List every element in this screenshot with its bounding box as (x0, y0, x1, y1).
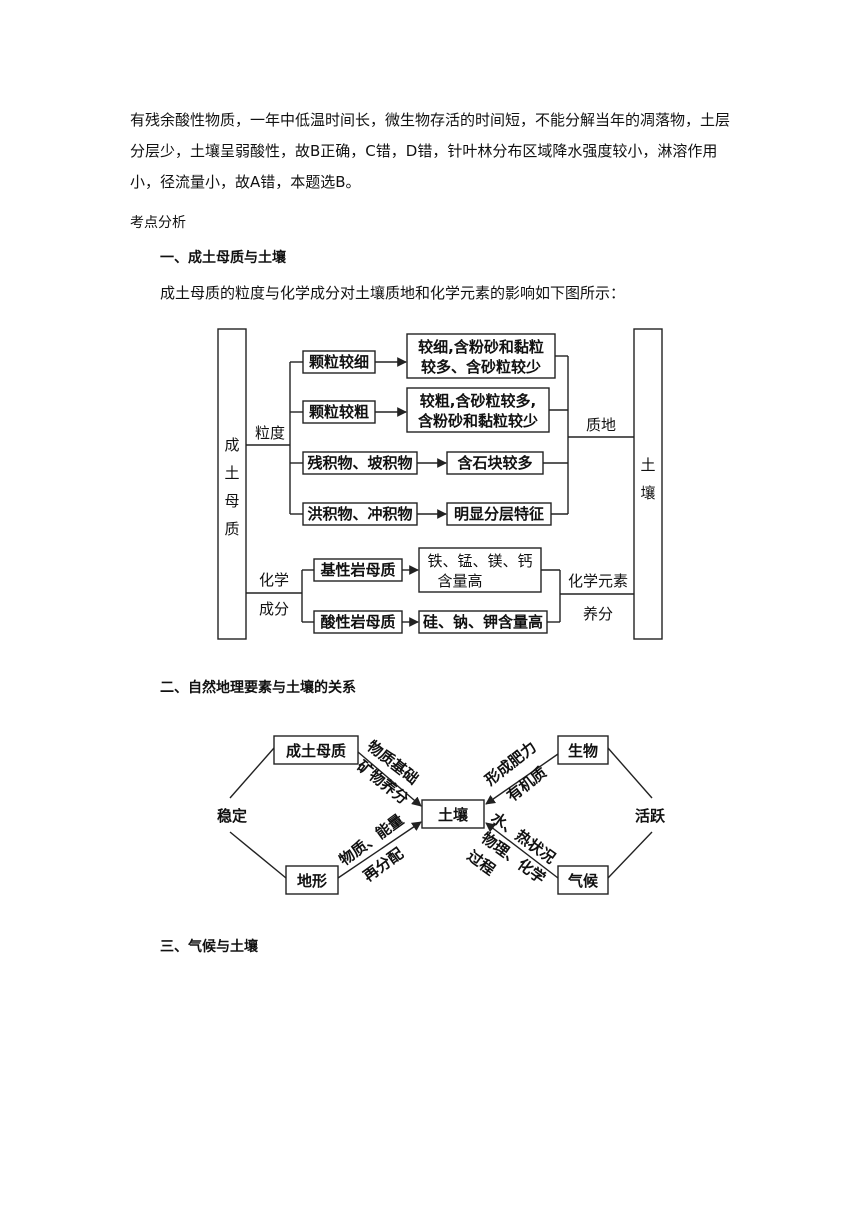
terrain-node-label: 地形 (297, 872, 327, 890)
parent-material-node (273, 735, 359, 765)
chem-element-label: 化学元素 (568, 572, 628, 590)
coarse-result-line: 较粗,含砂粒较多, (420, 392, 536, 410)
coarse-result-line: 含粉砂和黏粒较少 (418, 412, 538, 430)
coarse-result-box (406, 387, 550, 433)
parent-material-node-label: 成土母质 (286, 742, 346, 760)
heading-1-desc: 成土母质的粒度与化学成分对土壤质地和化学元素的影响如下图所示： (160, 284, 626, 302)
parent-material-char: 母 (224, 492, 239, 510)
soil-char: 土 (640, 456, 655, 474)
intro-line: 小，径流量小，故A错，本题选B。 (130, 173, 361, 191)
intro-paragraph: 有残余酸性物质，一年中低温时间长，微生物存活的时间短，不能分解当年的凋落物，土层… (130, 107, 740, 195)
parent-material-box (217, 328, 247, 640)
heading-3: 三、气候与土壤 (160, 939, 258, 955)
acidic-result-label: 硅、钠、钾含量高 (423, 613, 543, 631)
parent-material-char: 土 (224, 464, 239, 482)
basic-result-box (418, 547, 542, 593)
fine-grain-label: 颗粒较细 (309, 353, 369, 371)
chem-label-1: 化学 (259, 571, 289, 589)
residual-label: 残积物、坡积物 (307, 454, 412, 472)
heading-2: 二、自然地理要素与土壤的关系 (160, 680, 356, 696)
basic-result-line: 含量高 (437, 572, 482, 590)
heading-1: 一、成土母质与土壤 (160, 250, 286, 266)
soil-node-label: 土壤 (438, 806, 469, 824)
section-label: 考点分析 (130, 215, 186, 231)
parent-material-char: 质 (224, 520, 239, 538)
biology-node-label: 生物 (568, 742, 598, 760)
climate-node-label: 气候 (567, 872, 599, 890)
climate-node (557, 865, 609, 895)
chem-label-2: 成分 (259, 600, 289, 618)
active-label: 活跃 (635, 807, 666, 825)
basic-rock-label: 基性岩母质 (319, 561, 395, 579)
parent-material-diagram: 成 土 母 质 土 壤 粒度 颗粒较细 较细,含粉砂和黏粒 较多、含砂粒较少 颗… (217, 328, 663, 640)
biology-node (557, 735, 609, 765)
intro-line: 分层少，土壤呈弱酸性，故B正确，C错，D错，针叶林分布区域降水强度较小，淋溶作用 (130, 142, 718, 160)
stable-label: 稳定 (217, 807, 247, 825)
soil-node (421, 799, 485, 829)
texture-label: 质地 (586, 416, 616, 434)
fine-result-line: 较多、含砂粒较少 (421, 358, 541, 376)
nutrients-label: 养分 (583, 605, 613, 623)
soil-factors-diagram: 稳定 活跃 成土母质 生物 地形 气候 土壤 物质基础 矿物养分 形成肥力 有机… (217, 735, 666, 895)
terrain-node (285, 865, 339, 895)
soil-char: 壤 (640, 484, 655, 502)
soil-box (633, 328, 663, 640)
alluvial-label: 洪积物、冲积物 (307, 505, 412, 523)
intro-line: 有残余酸性物质，一年中低温时间长，微生物存活的时间短，不能分解当年的凋落物，土层 (130, 111, 731, 129)
parent-material-char: 成 (224, 436, 239, 454)
coarse-grain-label: 颗粒较粗 (309, 403, 369, 421)
alluvial-result-label: 明显分层特征 (454, 505, 544, 523)
granularity-label: 粒度 (255, 424, 285, 442)
basic-result-line: 铁、锰、镁、钙 (427, 552, 532, 570)
acidic-rock-label: 酸性岩母质 (320, 613, 395, 631)
residual-result-label: 含石块较多 (457, 454, 532, 472)
fine-result-line: 较细,含粉砂和黏粒 (418, 338, 544, 356)
fine-result-box (406, 333, 556, 379)
